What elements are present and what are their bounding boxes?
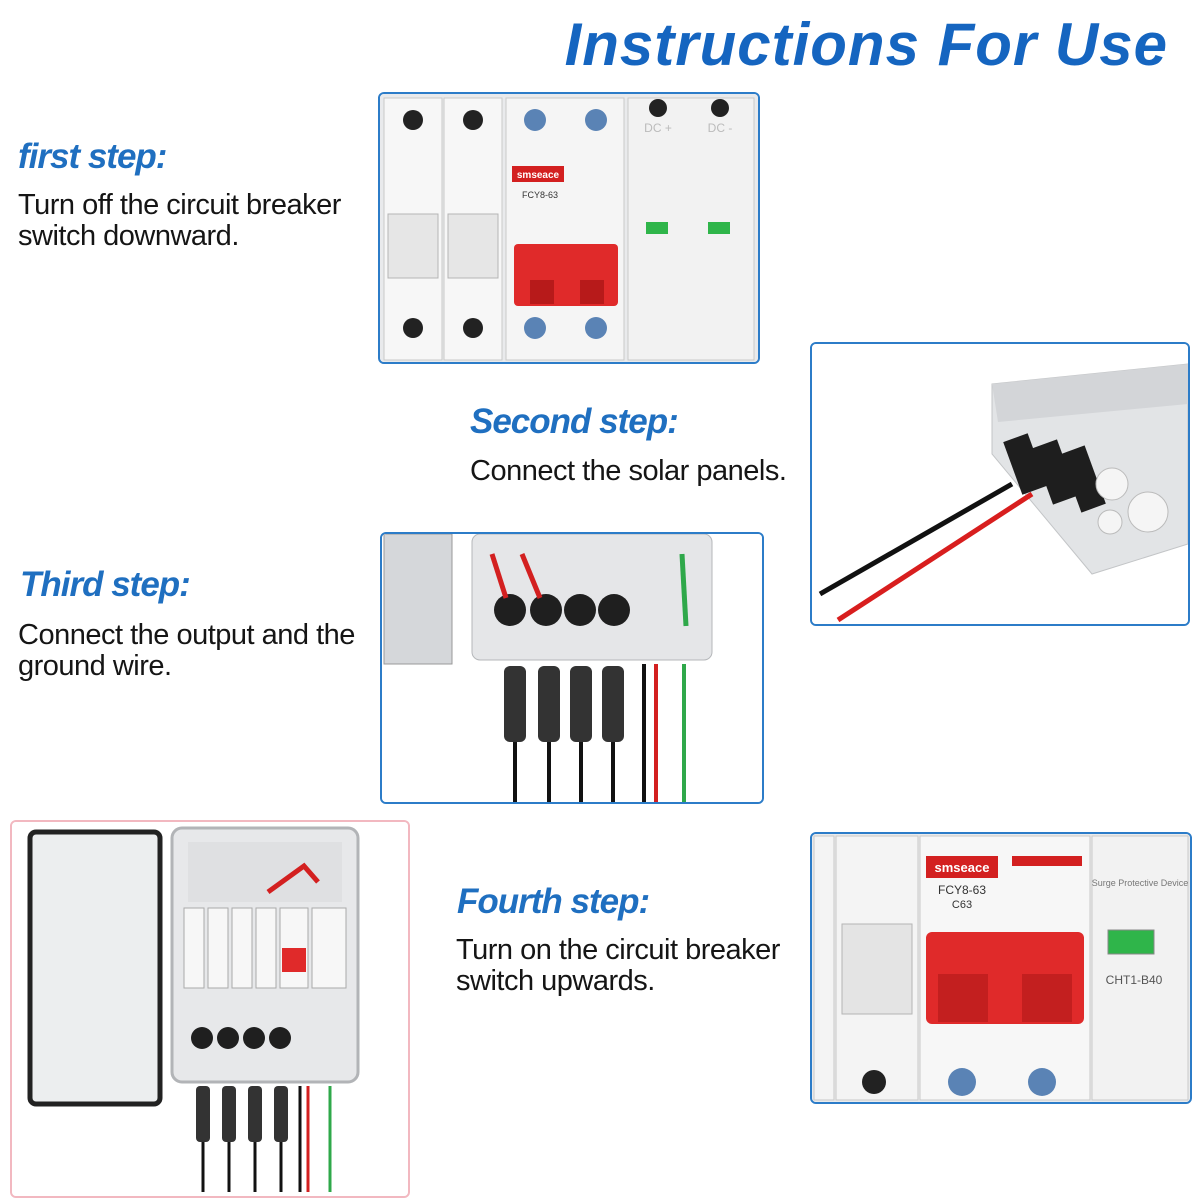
step-2-line-1: Connect the solar panels. [470, 455, 787, 487]
step-3-photo [380, 532, 764, 804]
breaker-switch-up-illustration: smseace FCY8-63 C63 Surge Protective Dev… [812, 834, 1190, 1102]
combiner-box-output-illustration [382, 534, 762, 802]
model-label: FCY8-63 [522, 190, 558, 200]
brand-label-2: smseace [935, 860, 990, 875]
step-4-line-1: Turn on the circuit breaker [456, 934, 780, 966]
spd-model-label: CHT1-B40 [1106, 973, 1163, 987]
step-2-photo [810, 342, 1190, 626]
step-1-line-1: Turn off the circuit breaker [18, 189, 341, 221]
step-3-text: Connect the output and the ground wire. [18, 620, 355, 682]
model-label-2: FCY8-63 [938, 883, 986, 897]
combiner-box-photo [10, 820, 410, 1198]
page-title: Instructions For Use [564, 11, 1168, 78]
brand-label: smseace [517, 170, 560, 181]
dc-plus-label: DC + [644, 121, 672, 135]
step-3-line-1: Connect the output and the [18, 619, 355, 651]
step-1-heading: first step: [18, 137, 167, 176]
step-3-heading: Third step: [20, 565, 191, 604]
step-1-line-2: switch downward. [18, 220, 239, 252]
step-3-line-2: ground wire. [18, 650, 172, 682]
combiner-box-connectors-illustration [812, 344, 1188, 624]
step-4-text: Turn on the circuit breaker switch upwar… [456, 935, 780, 997]
step-1-photo: smseace FCY8-63 DC + DC - [378, 92, 760, 364]
rating-label: C63 [952, 899, 972, 911]
step-2-heading: Second step: [470, 402, 679, 441]
step-2-text: Connect the solar panels. [470, 455, 787, 487]
step-4-heading: Fourth step: [457, 882, 650, 921]
step-1-text: Turn off the circuit breaker switch down… [18, 190, 341, 252]
spd-name-label: Surge Protective Device [1092, 878, 1189, 888]
dc-minus-label: DC - [708, 121, 733, 135]
combiner-box-full-illustration [12, 822, 408, 1196]
step-4-photo: smseace FCY8-63 C63 Surge Protective Dev… [810, 832, 1192, 1104]
breaker-panel-illustration: smseace FCY8-63 DC + DC - [380, 94, 758, 362]
step-4-line-2: switch upwards. [456, 965, 655, 997]
